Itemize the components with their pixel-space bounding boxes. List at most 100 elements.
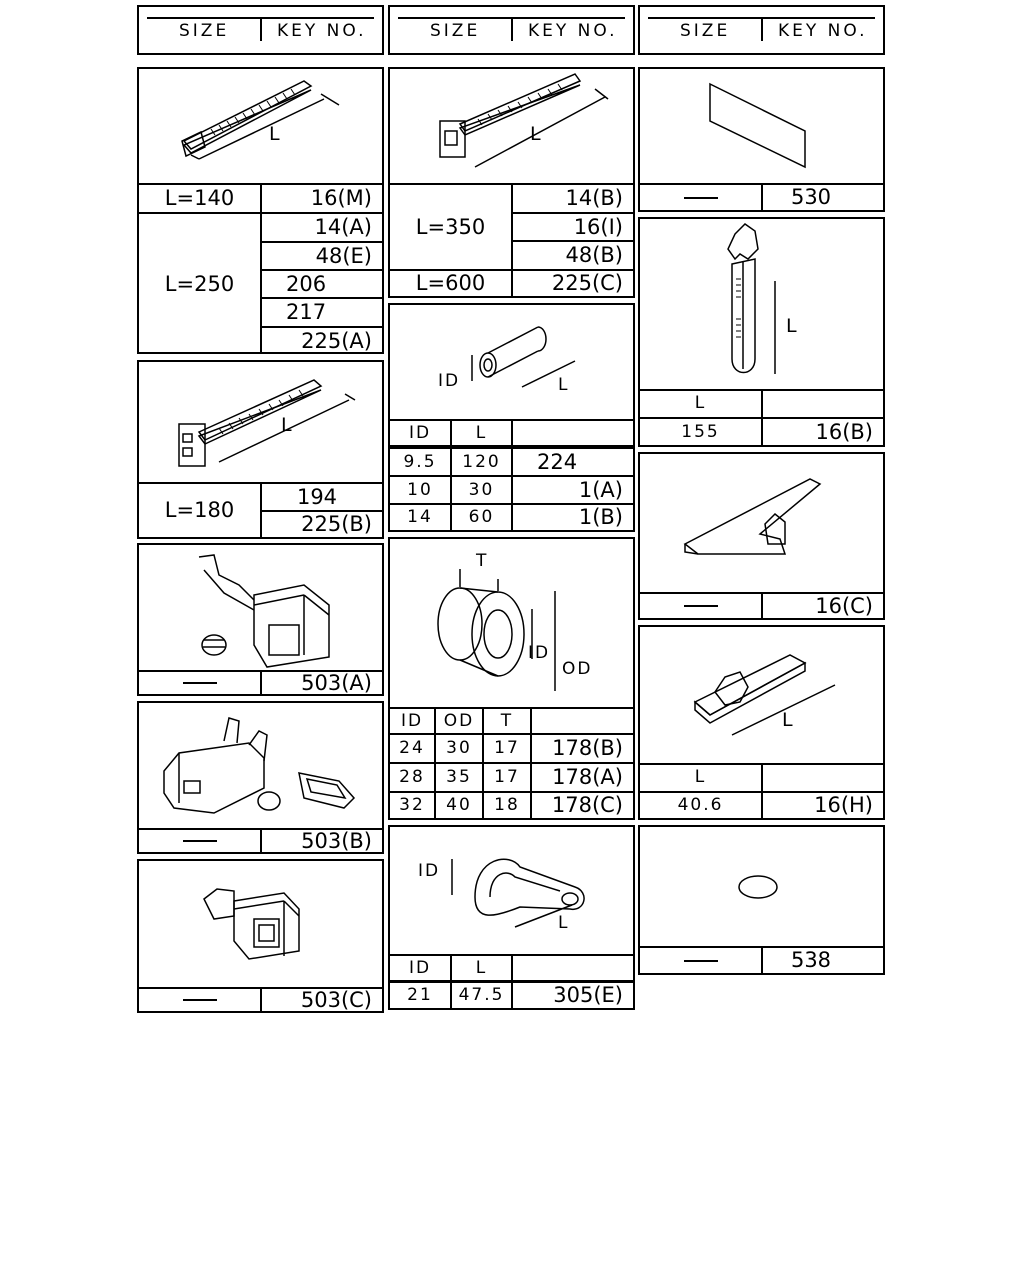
dim-label-l: L xyxy=(281,414,292,436)
connector-503c-illustration xyxy=(139,861,382,987)
grommet-t-2: 18 xyxy=(494,795,520,815)
clip-h-illustration xyxy=(640,627,883,765)
grommet-od-2: 40 xyxy=(446,795,472,815)
tube-l-0: 120 xyxy=(462,451,501,472)
tube: ID L ID L 9.5 120 224 10 30 1(A) 14 60 1… xyxy=(388,303,635,532)
key-14a: 14(A) xyxy=(314,215,372,239)
dim-label-id: ID xyxy=(418,861,441,881)
key-48b: 48(B) xyxy=(565,243,623,267)
dim-label-l: L xyxy=(786,315,797,337)
hdr-id: ID xyxy=(400,710,424,731)
dim-label-id: ID xyxy=(528,643,551,663)
clamp-305e: ID L ID L 21 47.5 305(E) xyxy=(388,825,635,1010)
key-16m: 16(M) xyxy=(310,186,372,210)
size-l140: L=140 xyxy=(164,186,235,210)
grommet-illustration xyxy=(390,539,633,707)
clip-long-illustration xyxy=(640,219,883,389)
key-217: 217 xyxy=(286,300,327,324)
hdr-id: ID xyxy=(408,422,432,443)
clip-16h: L L 40.6 16(H) xyxy=(638,625,885,820)
key-14b: 14(B) xyxy=(565,186,623,210)
key-194: 194 xyxy=(296,484,338,509)
key-48e: 48(E) xyxy=(315,244,372,268)
plug-538: 538 xyxy=(638,825,885,975)
hdr-l: L xyxy=(475,422,488,443)
clip-16b: L L 155 16(B) xyxy=(638,217,885,447)
key-503c: 503(C) xyxy=(300,987,372,1012)
dim-label-l: L xyxy=(782,709,793,731)
key-178a: 178(A) xyxy=(552,765,623,789)
header-size: SIZE xyxy=(430,21,481,41)
key-305e: 305(E) xyxy=(553,983,623,1007)
key-16b: 16(B) xyxy=(815,419,873,444)
key-178b: 178(B) xyxy=(552,736,623,760)
hdr-t: T xyxy=(500,710,514,731)
grommet: T ID OD ID OD T 24 30 17 178(B) 28 35 17… xyxy=(388,537,635,820)
cable-tie-illustration xyxy=(139,69,382,184)
key-16h: 16(H) xyxy=(814,793,873,817)
size-dash xyxy=(640,594,761,618)
hdr-l: L xyxy=(475,957,488,978)
key-225c: 225(C) xyxy=(551,271,623,295)
key-16i: 16(I) xyxy=(573,214,623,239)
dim-label-id: ID xyxy=(438,371,461,391)
size-dash xyxy=(640,185,761,210)
tube-l-2: 60 xyxy=(468,507,495,527)
key-503a: 503(A) xyxy=(301,670,372,695)
key-538: 538 xyxy=(790,948,832,972)
key-530: 530 xyxy=(790,185,832,209)
size-dash xyxy=(139,830,260,852)
key-16c: 16(C) xyxy=(815,593,873,618)
dim-label-l: L xyxy=(269,123,280,145)
key-225b: 225(B) xyxy=(301,512,372,536)
tube-l-1: 30 xyxy=(468,479,495,500)
dim-label-l: L xyxy=(530,123,541,145)
tube-id-2: 14 xyxy=(407,507,433,527)
cable-tie-180: L L=180 194 225(B) xyxy=(137,360,384,539)
hdr-od: OD xyxy=(443,710,475,731)
clip-long-l: 155 xyxy=(681,421,720,442)
dim-label-od: OD xyxy=(562,659,593,679)
header-col1: SIZE KEY NO. xyxy=(137,5,384,55)
cable-tie-180-illustration xyxy=(139,362,382,482)
header-size: SIZE xyxy=(179,21,230,41)
header-key: KEY NO. xyxy=(528,21,618,41)
grommet-od-0: 30 xyxy=(446,738,472,758)
tube-id-1: 10 xyxy=(407,479,433,500)
size-l250: L=250 xyxy=(164,271,235,296)
grommet-t-0: 17 xyxy=(494,738,520,758)
clip-h-l: 40.6 xyxy=(677,795,724,815)
cable-tie-350-illustration xyxy=(390,69,633,184)
connector-503a-illustration xyxy=(139,545,382,670)
tape-illustration xyxy=(640,69,883,184)
key-225a: 225(A) xyxy=(301,328,372,353)
hdr-l: L xyxy=(694,766,707,787)
grommet-t-1: 17 xyxy=(494,767,520,787)
size-l350: L=350 xyxy=(415,214,486,239)
grommet-od-1: 35 xyxy=(446,767,472,787)
dim-label-t: T xyxy=(476,551,487,571)
tape-530: 530 xyxy=(638,67,885,212)
connector-503c: 503(C) xyxy=(137,859,384,1013)
header-key: KEY NO. xyxy=(277,21,367,41)
grommet-id-1: 28 xyxy=(399,767,425,787)
key-224: 224 xyxy=(537,449,578,474)
key-206: 206 xyxy=(286,272,327,296)
size-l180: L=180 xyxy=(164,498,235,522)
header-size: SIZE xyxy=(680,21,731,41)
key-178c: 178(C) xyxy=(551,793,623,817)
tube-id-0: 9.5 xyxy=(403,451,437,472)
header-col2: SIZE KEY NO. xyxy=(388,5,635,55)
clamp-l: 47.5 xyxy=(458,985,505,1005)
connector-503b: 503(B) xyxy=(137,701,384,854)
hdr-id: ID xyxy=(408,957,432,978)
size-l600: L=600 xyxy=(415,271,486,295)
clip-16c: 16(C) xyxy=(638,452,885,620)
clip-c-illustration xyxy=(640,454,883,594)
clamp-illustration xyxy=(390,827,633,954)
cable-tie-140-250: L L=140 16(M) L=250 14(A) 48(E) 206 217 … xyxy=(137,67,384,354)
key-503b: 503(B) xyxy=(301,828,372,853)
hdr-l: L xyxy=(694,392,707,413)
size-dash xyxy=(139,672,260,694)
header-col3: SIZE KEY NO. xyxy=(638,5,885,55)
